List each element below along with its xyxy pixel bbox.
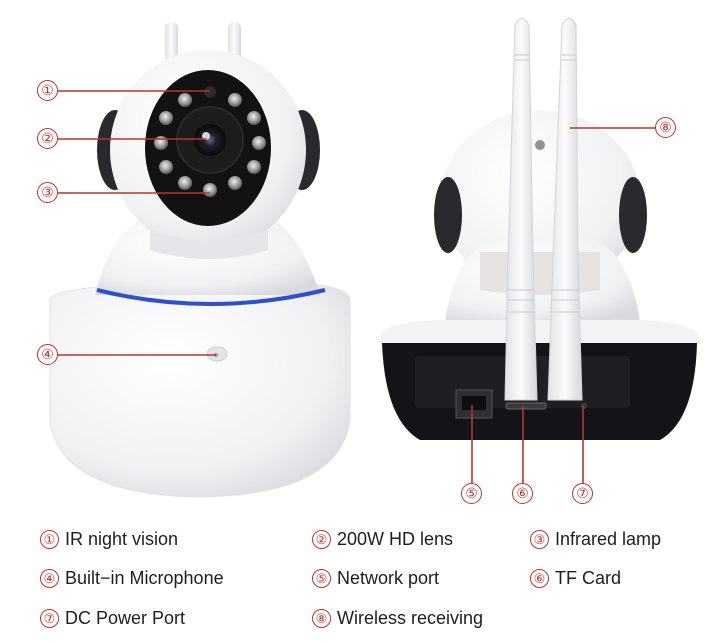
legend-num-3: ③: [530, 530, 549, 549]
legend-num-4: ④: [40, 569, 59, 588]
callout-2: ②: [37, 128, 58, 149]
callout-6: ⑥: [512, 483, 533, 504]
dc-port-shape: [581, 403, 587, 409]
callout-3: ③: [37, 182, 58, 203]
callout-1: ①: [37, 80, 58, 101]
callout-7: ⑦: [572, 483, 593, 504]
callout-5: ⑤: [461, 483, 482, 504]
legend: ① IR night vision ② 200W HD lens ③ Infra…: [0, 520, 720, 643]
legend-label-7: DC Power Port: [65, 608, 186, 628]
antenna-left: [504, 18, 538, 401]
legend-label-4: Built−in Microphone: [65, 568, 224, 588]
legend-item-5: ⑤ Network port: [312, 568, 439, 589]
legend-num-6: ⑥: [530, 569, 549, 588]
legend-label-3: Infrared lamp: [555, 529, 662, 549]
back-camera: [380, 18, 698, 440]
legend-item-3: ③ Infrared lamp: [530, 529, 661, 550]
legend-label-8: Wireless receiving: [337, 608, 484, 628]
callout-8: ⑧: [655, 117, 676, 138]
legend-item-4: ④ Built−in Microphone: [40, 568, 224, 589]
camera-illustrations: [49, 18, 698, 498]
legend-label-5: Network port: [337, 568, 440, 588]
legend-label-1: IR night vision: [65, 529, 179, 549]
legend-num-2: ②: [312, 530, 331, 549]
legend-item-6: ⑥ TF Card: [530, 568, 621, 589]
legend-item-2: ② 200W HD lens: [312, 529, 453, 550]
callout-4: ④: [37, 344, 58, 365]
legend-label-2: 200W HD lens: [337, 529, 454, 549]
legend-num-1: ①: [40, 530, 59, 549]
legend-item-7: ⑦ DC Power Port: [40, 608, 185, 629]
legend-label-6: TF Card: [555, 568, 622, 588]
legend-item-1: ① IR night vision: [40, 529, 178, 550]
front-camera: [49, 22, 351, 498]
legend-num-8: ⑧: [312, 609, 331, 628]
legend-num-5: ⑤: [312, 569, 331, 588]
legend-item-8: ⑧ Wireless receiving: [312, 608, 483, 629]
legend-num-7: ⑦: [40, 609, 59, 628]
antenna-right: [547, 18, 583, 401]
diagram-stage: ① ② ③ ④ ⑤ ⑥ ⑦ ⑧: [37, 18, 698, 504]
tf-slot-shape: [505, 402, 547, 410]
callout-lines: [58, 90, 655, 485]
